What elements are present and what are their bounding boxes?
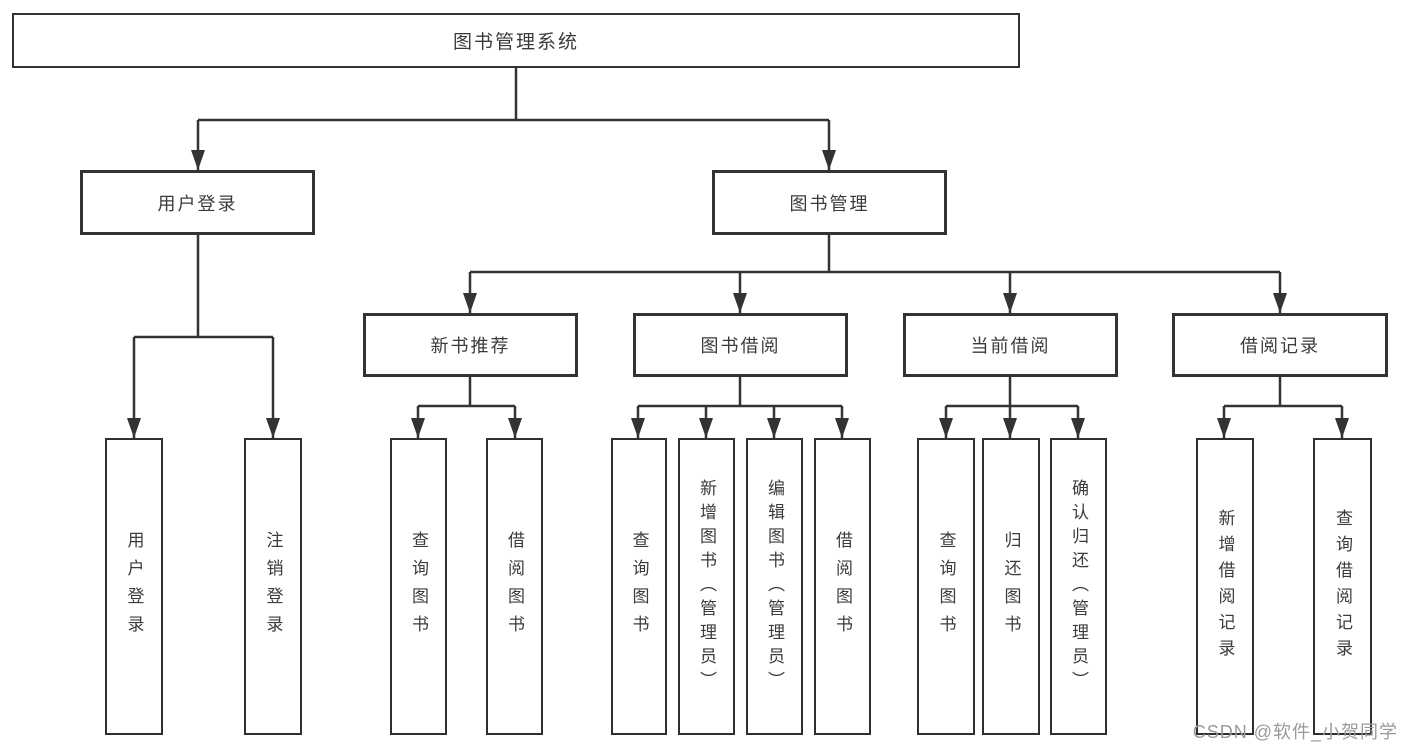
leaf-label: 用户登录 [124, 530, 144, 643]
watermark: CSDN @软件_小贺同学 [1192, 722, 1398, 742]
leaf-confirm-return-admin: 确认归还（管理员） [1050, 438, 1107, 735]
leaf-label: 确认归还（管理员） [1069, 478, 1088, 695]
leaf-query-books-recommend: 查询图书 [390, 438, 447, 735]
leaf-label: 新增借阅记录 [1215, 508, 1235, 665]
node-library-system: 图书管理系统 [12, 13, 1020, 68]
leaf-label: 借阅图书 [505, 530, 524, 643]
leaf-query-books-borrowing: 查询图书 [611, 438, 667, 735]
leaf-add-books-admin: 新增图书（管理员） [678, 438, 735, 735]
leaf-label: 编辑图书（管理员） [765, 478, 784, 695]
leaf-query-borrow-record: 查询借阅记录 [1313, 438, 1372, 735]
leaf-label: 查询图书 [409, 530, 428, 643]
leaf-return-books: 归还图书 [982, 438, 1040, 735]
leaf-label: 借阅图书 [833, 530, 852, 643]
node-user-login: 用户登录 [80, 170, 315, 235]
leaf-label: 查询图书 [936, 530, 956, 643]
leaf-user-login: 用户登录 [105, 438, 163, 735]
leaf-label: 新增图书（管理员） [697, 478, 716, 695]
leaf-borrow-books-recommend: 借阅图书 [486, 438, 543, 735]
node-new-book-recommendation: 新书推荐 [363, 313, 578, 377]
leaf-borrow-books-borrowing: 借阅图书 [814, 438, 871, 735]
node-borrowing-records: 借阅记录 [1172, 313, 1388, 377]
node-book-borrowing: 图书借阅 [633, 313, 848, 377]
leaf-edit-books-admin: 编辑图书（管理员） [746, 438, 803, 735]
leaf-label: 归还图书 [1001, 530, 1021, 643]
leaf-label: 查询图书 [629, 530, 649, 643]
leaf-label: 注销登录 [263, 530, 283, 643]
node-current-borrowing: 当前借阅 [903, 313, 1118, 377]
leaf-logout: 注销登录 [244, 438, 302, 735]
leaf-add-borrow-record: 新增借阅记录 [1196, 438, 1254, 735]
node-book-management: 图书管理 [712, 170, 947, 235]
leaf-label: 查询借阅记录 [1333, 508, 1352, 665]
leaf-query-books-current: 查询图书 [917, 438, 975, 735]
